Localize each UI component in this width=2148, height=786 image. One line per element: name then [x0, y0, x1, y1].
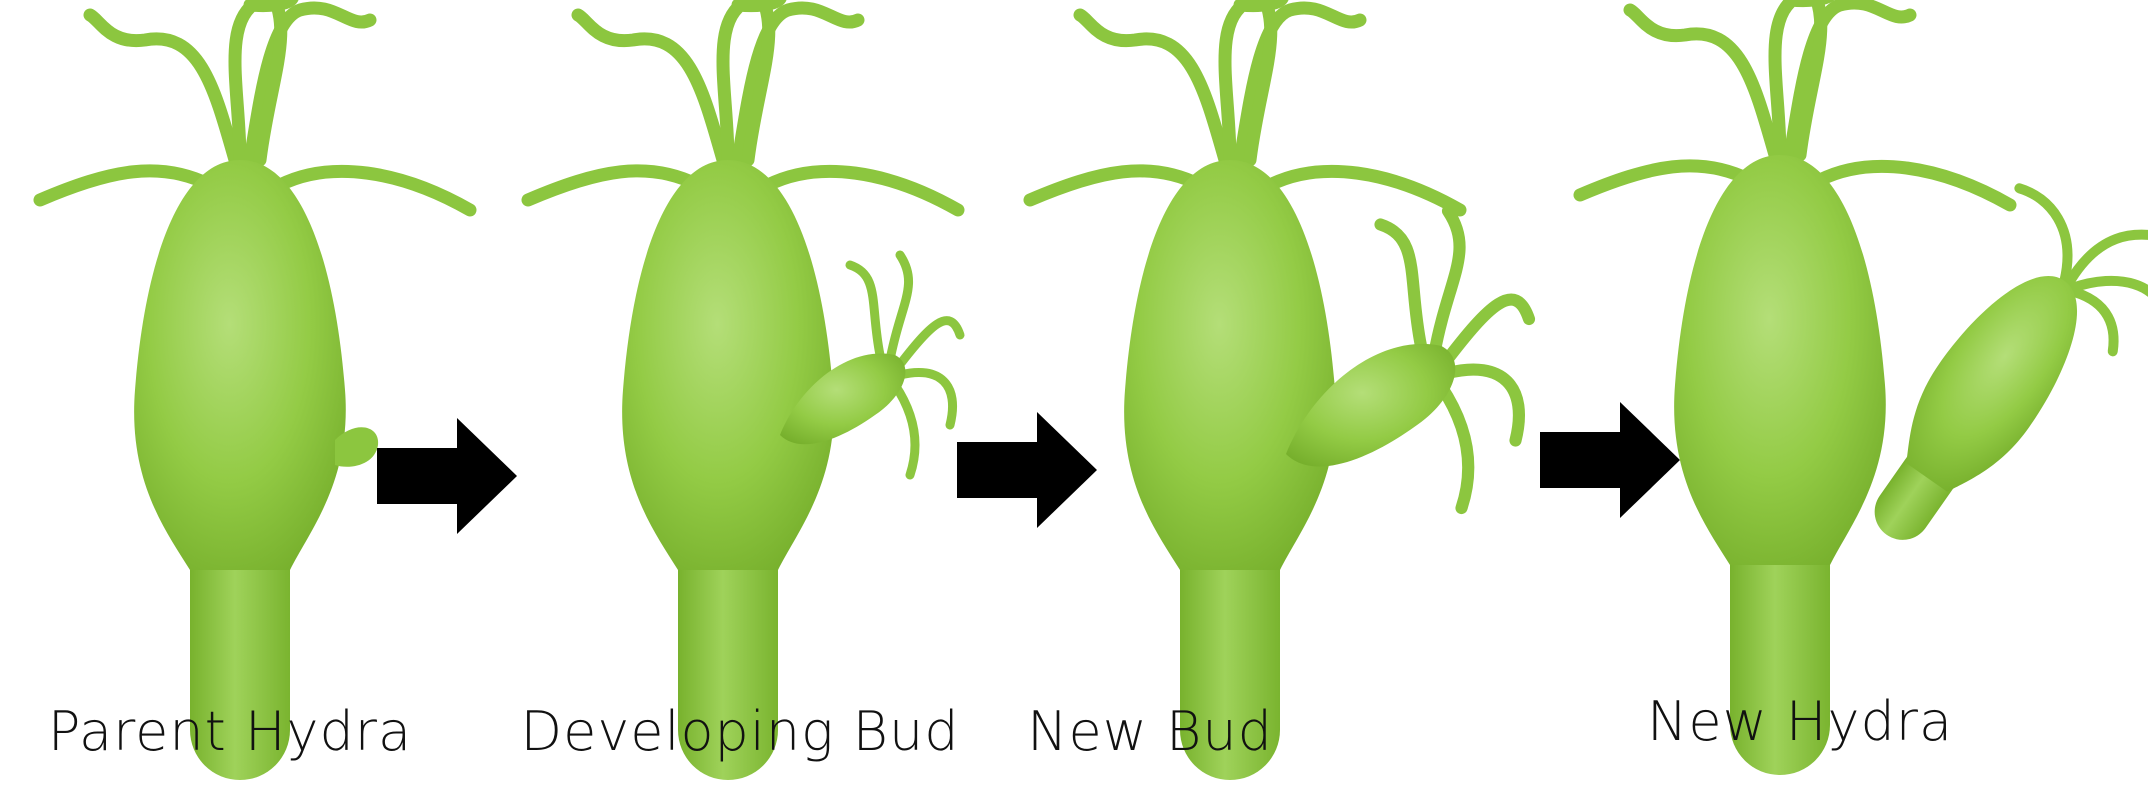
stage-label-parent-hydra: Parent Hydra [48, 700, 412, 763]
arrow-right-icon [377, 418, 517, 534]
arrow-right-icon [957, 412, 1097, 528]
stage-label-new-hydra: New Hydra [1647, 690, 1953, 753]
stage-label-new-bud: New Bud [1027, 700, 1273, 763]
arrow-right-icon [1540, 402, 1680, 518]
stage-label-developing-bud: Developing Bud [521, 700, 960, 763]
stage-parent-hydra [40, 0, 470, 780]
